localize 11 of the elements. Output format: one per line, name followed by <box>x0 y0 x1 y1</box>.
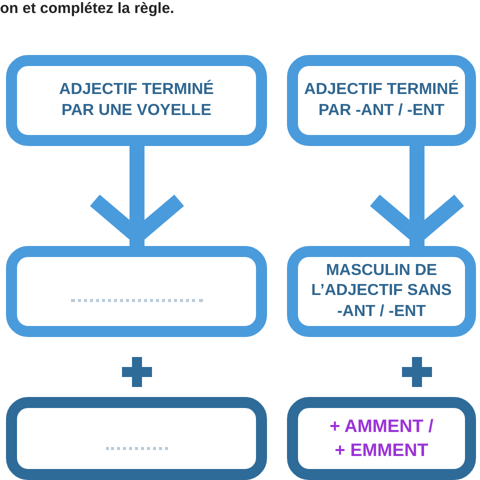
rounded-box <box>287 246 476 337</box>
rounded-box <box>287 55 476 146</box>
rule-text: ADJECTIF TERMINÉ PAR UNE VOYELLE <box>58 80 215 120</box>
rounded-box <box>6 397 267 480</box>
rounded-box <box>6 55 267 146</box>
rounded-box <box>6 246 267 337</box>
rule-text: MASCULIN DE L’ADJECTIF SANS -ANT / -ENT <box>310 260 453 322</box>
rule-text: ADJECTIF TERMINÉ PAR -ANT / -ENT <box>303 80 460 120</box>
instruction-text: on et complétez la règle. <box>0 0 174 17</box>
rounded-box <box>287 397 476 480</box>
rule-text: + AMMENT / + EMMENT <box>328 415 434 462</box>
